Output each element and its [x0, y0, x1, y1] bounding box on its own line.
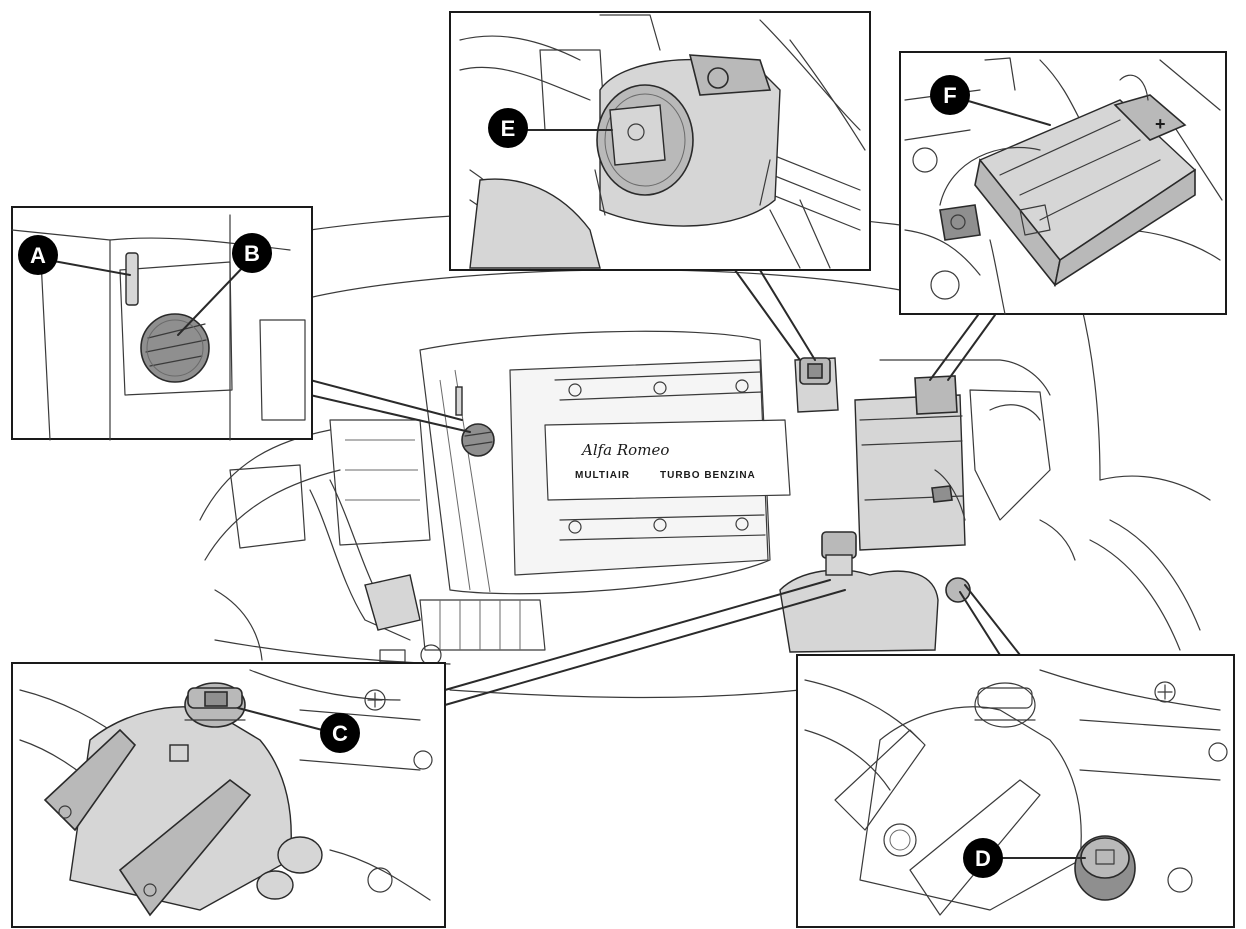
coolant-tank-main [779, 531, 971, 653]
inset-brake-fluid-reservoir [449, 11, 871, 271]
callout-e: E [488, 108, 528, 148]
washer-fluid-cap-inset [1074, 835, 1136, 901]
engine-cover-brand: Alfa Romeo [580, 441, 669, 459]
callout-f: F [930, 75, 970, 115]
brake-fluid-reservoir-main [794, 357, 839, 413]
callout-f-label: F [943, 83, 956, 108]
inset-washer-fluid [796, 654, 1235, 928]
oil-filler-cap-inset [140, 313, 210, 383]
callout-d: D [963, 838, 1003, 878]
callout-a-label: A [30, 243, 46, 268]
coolant-tank-inset [43, 682, 323, 917]
brake-fluid-reservoir-inset [594, 54, 781, 227]
engine-cover-engine-name: MULTIAIR [575, 470, 630, 481]
callout-c-label: C [332, 721, 348, 746]
battery-main [854, 375, 966, 551]
callout-a: A [18, 235, 58, 275]
callout-e-label: E [501, 116, 516, 141]
callout-b: B [232, 233, 272, 273]
inset-coolant-tank [11, 662, 446, 928]
inset-oil-dipstick-filler [11, 206, 313, 441]
callout-d-label: D [975, 846, 991, 871]
engine-cover-engine-variant: TURBO BENZINA [660, 470, 756, 481]
battery-inset: + [939, 74, 1197, 315]
callout-c: C [320, 713, 360, 753]
battery-positive-symbol: + [1155, 114, 1166, 134]
engine-bay-main-view: Alfa Romeo MULTIAIR TURBO BENZINA [199, 209, 1211, 706]
callout-b-label: B [244, 241, 260, 266]
